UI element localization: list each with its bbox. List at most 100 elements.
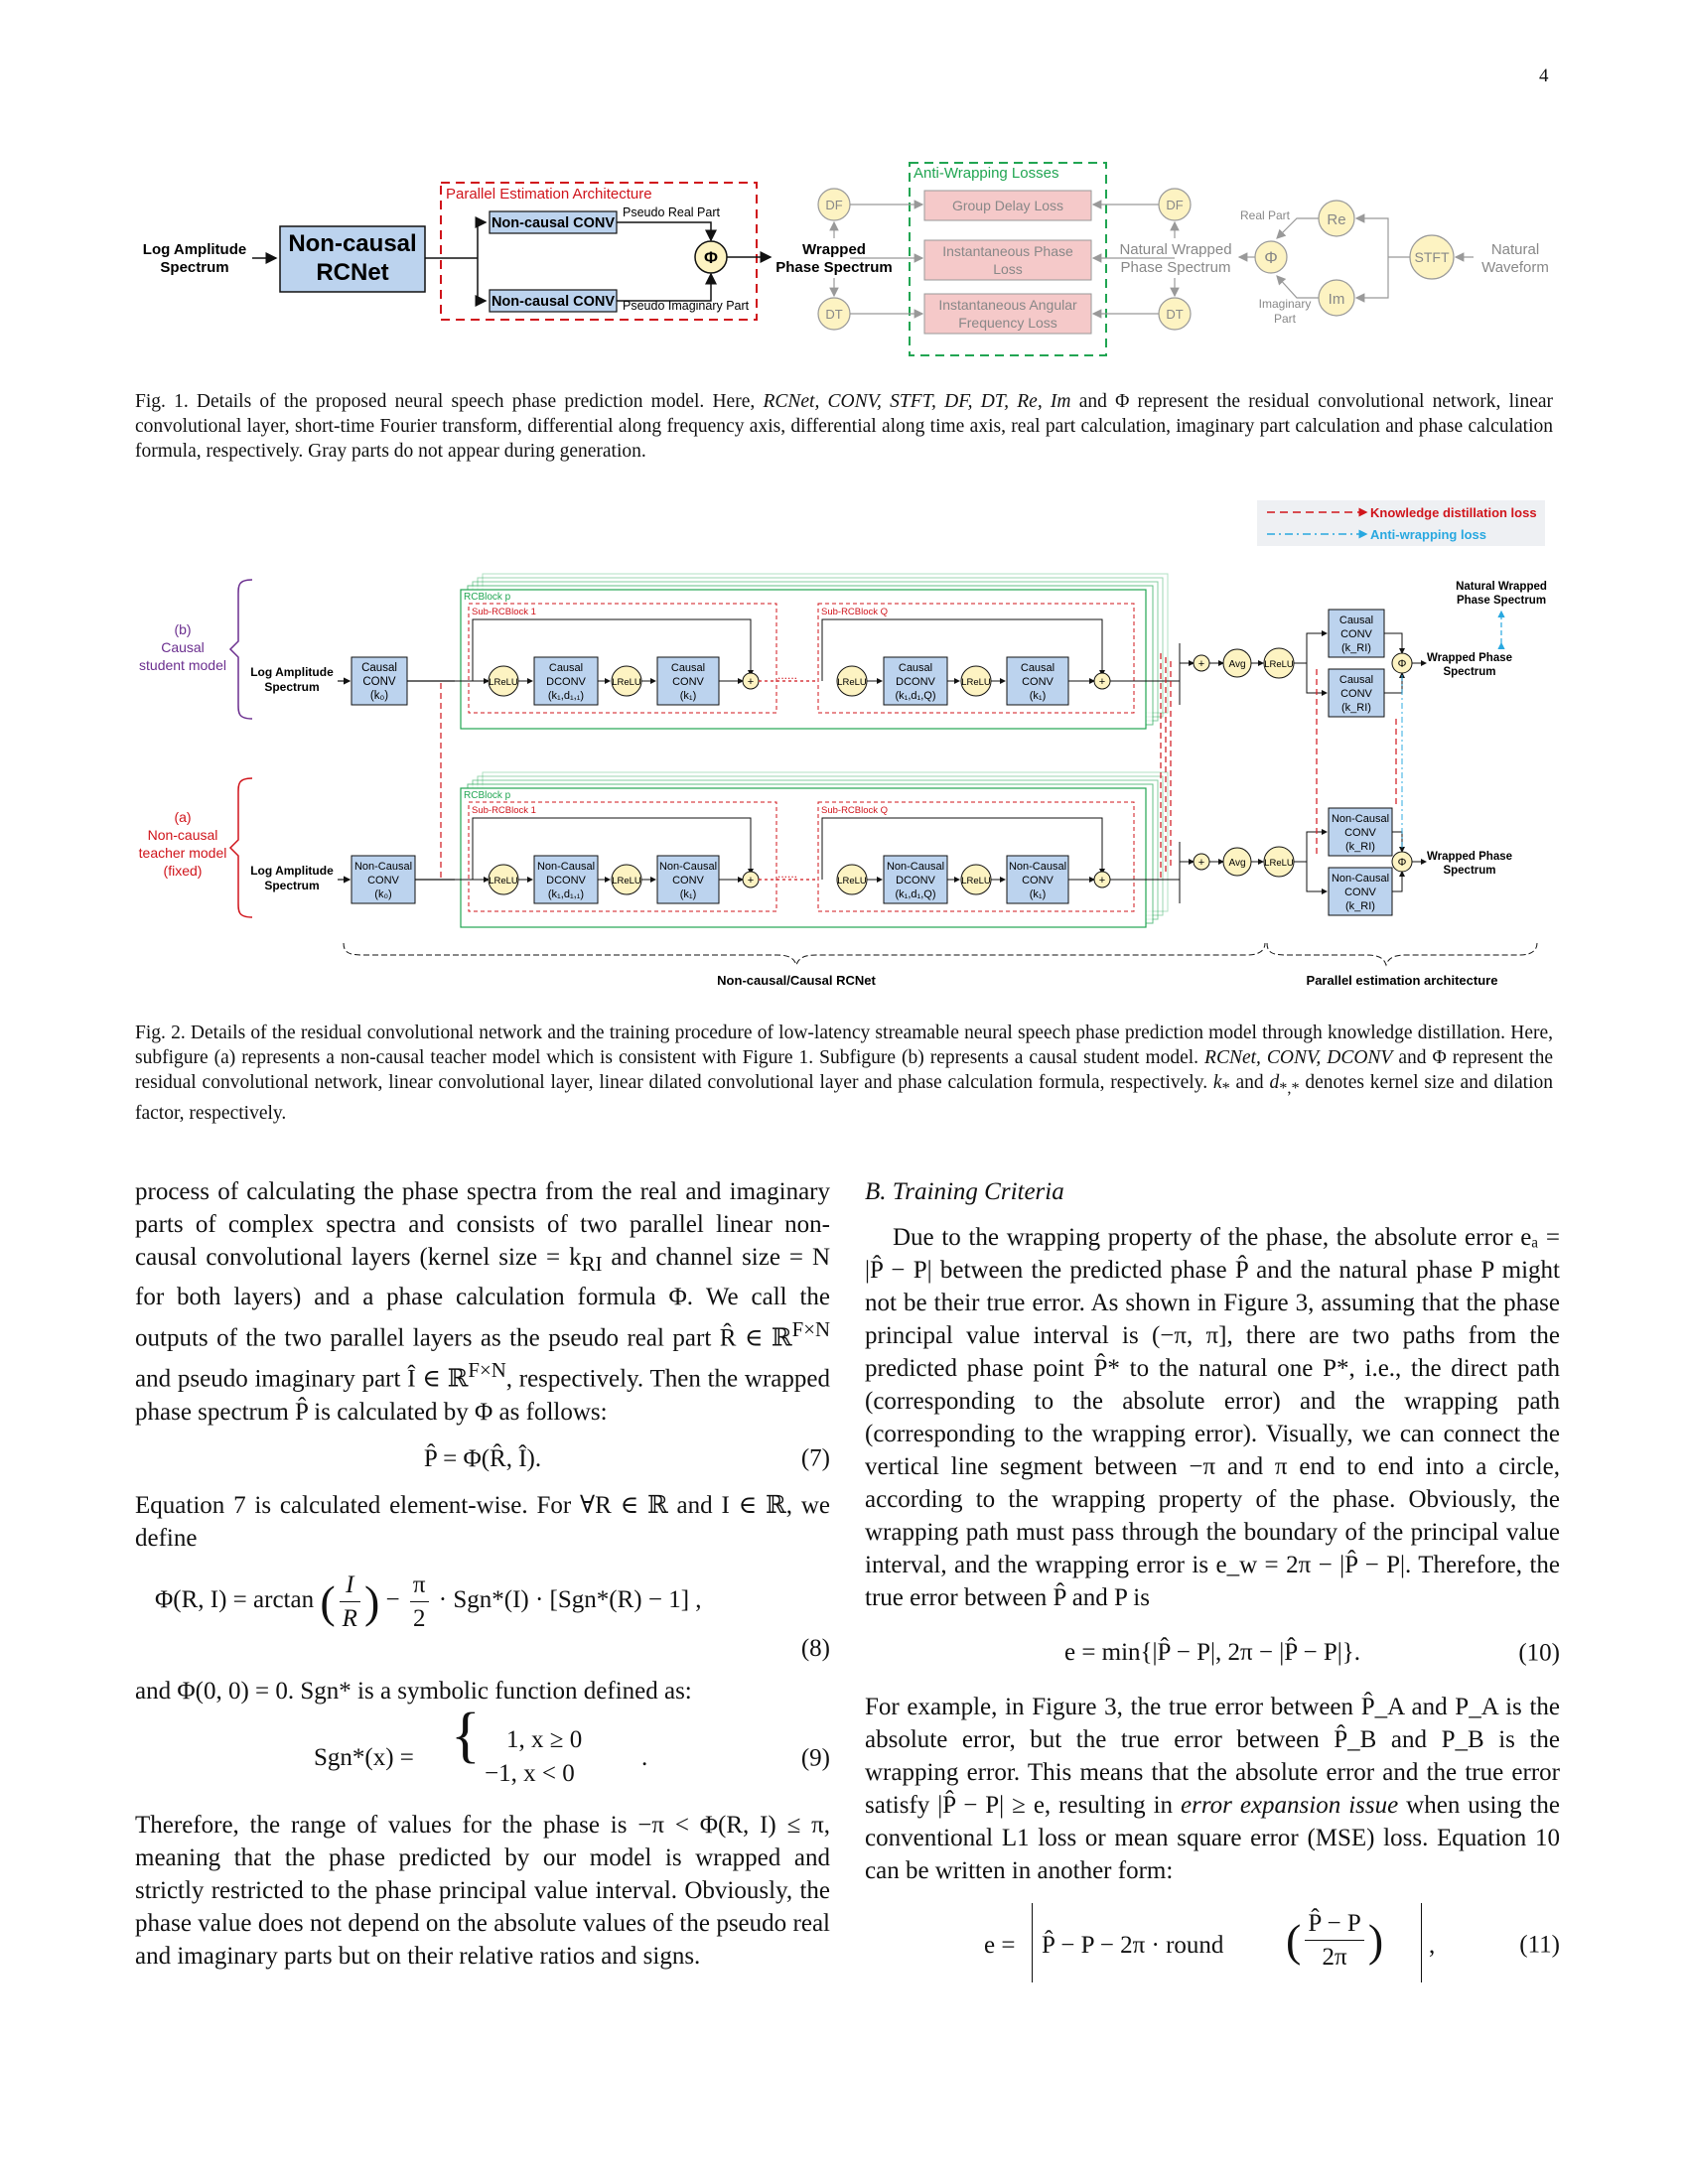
figure-1-diagram: Log Amplitude Spectrum Non-causal RCNet … [143,162,1549,356]
fig1-loss-iaf [923,293,1092,335]
fig2-teacher-rcblock-label: RCBlock p [464,790,511,801]
fig2-plus: + [1198,857,1204,869]
eq7-body: P̂ = Φ(R̂, Î). [423,1444,542,1472]
fig1-input-label: Log Amplitude [143,241,246,258]
fig1-stft-node [1409,234,1455,280]
fig2-t-dots: ...... [777,867,797,881]
fig2-caption-d: d [1269,1072,1280,1093]
fig2-t-kri2-c: (k_RI) [1345,900,1375,912]
fig2-legend-aw: Anti-wrapping loss [1370,527,1486,542]
fig2-s-conv1 [656,656,720,706]
fig2-s-wrapped: Wrapped Phase [1427,652,1512,664]
fig2-t-kri1-c: (k_RI) [1345,841,1375,853]
fig1-im-node [1318,279,1355,317]
eq8-number: (8) [800,1634,830,1662]
fig1-phi: Φ [704,248,718,267]
fig1-wrapped-label: Wrapped [802,241,866,258]
fig2-s-lrelu3-label: LReLU [837,677,867,688]
fig2-s-kri2-a: Causal [1339,674,1373,686]
fig2-s-dconv1-a: Causal [549,662,583,674]
fig2-teacher-label-2: Non-causal [148,827,218,843]
eq9-case-1: 1, x ≥ 0 [506,1725,583,1753]
fig2-t-conv-kri-2 [1328,867,1393,916]
eq9-brace: { [451,1701,481,1769]
fig2-s-kri1-c: (k_RI) [1341,642,1371,654]
eq11-abs-left [1032,1903,1033,1982]
fig2-s-convQ-a: Causal [1021,662,1055,674]
fig1-loss-iaf-label: Instantaneous Angular [938,297,1077,313]
left-paragraph-4: Therefore, the range of values for the p… [135,1811,830,1970]
fig2-s-conv1-a: Causal [671,662,705,674]
fig2-sc0-a: Causal [361,662,397,674]
fig1-loss-iaf-label-2: Frequency Loss [958,315,1057,331]
fig2-teacher-subQ [817,801,1135,912]
fig2-t-convQ [1006,855,1069,904]
fig2-caption-k: k [1212,1072,1222,1093]
fig1-dt-right [1158,297,1192,331]
fig2-natural-wrapped-2: Phase Spectrum [1457,595,1546,607]
right-paragraph-1: Due to the wrapping property of the phas… [865,1224,1560,1611]
fig2-student-label-3: student model [139,657,226,673]
fig2-bottom-left: Non-causal/Causal RCNet [717,973,876,988]
fig2-caption-text2: and Φ represent the residual convolution… [135,1047,1553,1093]
fig1-stft-label: STFT [1415,249,1450,265]
fig2-student-label-2: Causal [161,639,205,655]
fig2-input-bottom-2: Spectrum [264,879,319,892]
fig1-awl-title: Anti-Wrapping Losses [914,165,1058,182]
fig2-s-lrelu1-label: LReLU [489,677,518,688]
fig2-t-dconvQ-c: (k₁,d₁,Q) [895,888,935,900]
fig2-sc0-b: CONV [362,676,396,688]
fig2-t-convQ-b: CONV [1022,875,1054,887]
eq9-case-2: −1, x < 0 [485,1759,575,1787]
fig2-bottom-right: Parallel estimation architecture [1307,973,1498,988]
fig1-loss-ip-label: Instantaneous Phase [942,243,1073,259]
right-p2-c: when using the conventional L1 loss or m… [865,1792,1560,1884]
fig2-s-conv-kri-2 [1328,668,1385,718]
fig2-t-dconvQ-b: DCONV [896,875,935,887]
fig1-natural-wave-2: Waveform [1481,259,1549,276]
page-number: 4 [1539,66,1549,86]
section-heading: B. Training Criteria [865,1178,1064,1205]
fig2-t-lrelu1-label: LReLU [489,876,518,887]
eq11-lhs: e = [984,1932,1016,1959]
fig1-df-right-label: DF [1166,198,1183,212]
fig1-conv-real-label: Non-causal CONV [492,215,615,231]
fig2-natural-wrapped: Natural Wrapped [1456,581,1547,593]
fig2-s-lrelu2-label: LReLU [612,677,641,688]
fig2-t-kri1-a: Non-Causal [1332,813,1389,825]
eq11-abs-right [1421,1903,1422,1982]
fig2-t-conv1-c: (k₁) [680,888,697,900]
fig2-t-phi-label: Φ [1398,857,1407,869]
fig2-input-top: Log Amplitude [250,665,334,679]
fig2-s-kri1-b: CONV [1340,628,1372,640]
left-p1-b: and channel size = N for both layers) an… [135,1244,830,1352]
fig1-df-left-label: DF [825,198,842,212]
fig1-wrapped-label-2: Phase Spectrum [775,259,893,276]
right-p2-emph: error expansion issue [1181,1792,1399,1819]
fig1-natural-wrapped-2: Phase Spectrum [1121,259,1231,276]
eq8-rhs: · Sgn*(I) · [Sgn*(R) − 1] , [438,1585,702,1613]
left-p1-a: process of calculating the phase spectra… [135,1178,830,1271]
fig2-student-rcblock-label: RCBlock p [464,592,511,603]
fig1-re-node [1318,200,1355,237]
fig1-loss-group-delay [923,190,1092,221]
fig2-s-dconv1-b: DCONV [546,676,586,688]
fig2-t-conv1 [656,855,720,904]
fig1-pseudo-real: Pseudo Real Part [623,205,721,219]
fig1-loss-ip [923,239,1092,281]
fig2-plus: + [748,875,754,887]
fig2-s-phi-label: Φ [1398,658,1407,670]
fig2-caption-terms: RCNet, CONV, DCONV [1204,1047,1393,1068]
figure-1-caption: Fig. 1. Details of the proposed neural s… [135,389,1553,464]
fig2-t-lrelu5-label: LReLU [1264,858,1294,869]
fig2-s-dconvQ-b: DCONV [896,676,935,688]
fig2-s-conv-kri-1 [1328,609,1385,658]
fig2-s-kri2-b: CONV [1340,688,1372,700]
fig2-student-subQ-label: Sub-RCBlock Q [821,607,888,617]
equation-7: P̂ = Φ(R̂, Î).(7) [135,1442,830,1475]
fig2-caption-text1: Fig. 2. Details of the residual convolut… [135,1023,1553,1068]
fig2-s-lrelu4-label: LReLU [961,677,991,688]
fig2-s-wrapped-2: Spectrum [1443,666,1495,678]
fig2-t-dconv1-c: (k₁,d₁,₁) [548,888,584,900]
